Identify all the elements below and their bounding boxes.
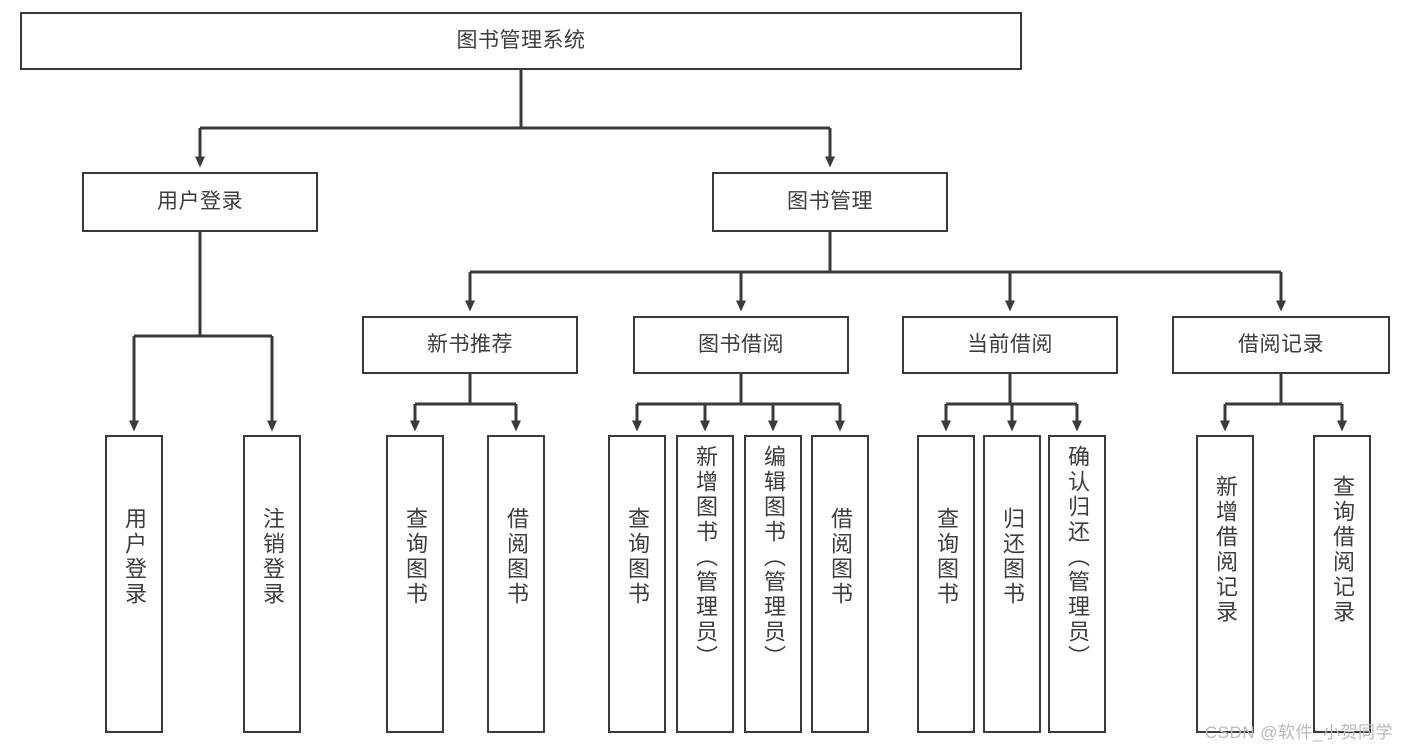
node-borrow-record[interactable]: 借阅记录: [1172, 316, 1390, 374]
node-book-borrow[interactable]: 图书借阅: [633, 316, 849, 374]
node-leaf-query-record[interactable]: 查询借阅记录: [1313, 435, 1371, 733]
node-leaf-user-login-label: 用户登录: [122, 507, 147, 607]
node-leaf-borrow-book-rec-label: 借阅图书: [504, 507, 529, 607]
node-leaf-query-book-c-label: 查询图书: [934, 507, 959, 607]
node-book-manage-label: 图书管理: [787, 189, 873, 213]
node-new-book-rec[interactable]: 新书推荐: [362, 316, 578, 374]
node-current-borrow[interactable]: 当前借阅: [902, 316, 1118, 374]
node-leaf-logout-label: 注销登录: [260, 507, 285, 607]
node-leaf-query-record-label: 查询借阅记录: [1330, 475, 1355, 625]
node-user-login[interactable]: 用户登录: [82, 172, 318, 232]
node-leaf-query-book-rec-label: 查询图书: [403, 507, 428, 607]
node-book-manage[interactable]: 图书管理: [712, 172, 948, 232]
node-leaf-logout[interactable]: 注销登录: [243, 435, 301, 733]
node-leaf-query-book-c[interactable]: 查询图书: [917, 435, 975, 733]
node-leaf-borrow-book-b-label: 借阅图书: [828, 507, 853, 607]
node-leaf-borrow-book-b[interactable]: 借阅图书: [811, 435, 869, 733]
node-leaf-return-book[interactable]: 归还图书: [983, 435, 1041, 733]
node-leaf-confirm-return-label: 确认归还（管理员）: [1065, 445, 1090, 670]
node-leaf-add-book-label: 新增图书（管理员）: [693, 445, 718, 670]
node-new-book-rec-label: 新书推荐: [427, 332, 513, 356]
node-leaf-edit-book-label: 编辑图书（管理员）: [761, 445, 786, 670]
node-leaf-query-book-b-label: 查询图书: [625, 507, 650, 607]
node-root[interactable]: 图书管理系统: [20, 12, 1022, 70]
node-leaf-add-record[interactable]: 新增借阅记录: [1196, 435, 1254, 733]
node-leaf-borrow-book-rec[interactable]: 借阅图书: [487, 435, 545, 733]
csdn-watermark: CSDN @软件_小贺同学: [1204, 723, 1393, 742]
node-book-borrow-label: 图书借阅: [698, 332, 784, 356]
node-leaf-user-login[interactable]: 用户登录: [105, 435, 163, 733]
node-leaf-query-book-rec[interactable]: 查询图书: [386, 435, 444, 733]
node-current-borrow-label: 当前借阅: [967, 332, 1053, 356]
node-leaf-query-book-b[interactable]: 查询图书: [608, 435, 666, 733]
node-leaf-return-book-label: 归还图书: [1000, 507, 1025, 607]
node-leaf-confirm-return[interactable]: 确认归还（管理员）: [1048, 435, 1106, 733]
node-leaf-edit-book[interactable]: 编辑图书（管理员）: [744, 435, 802, 733]
node-leaf-add-book[interactable]: 新增图书（管理员）: [676, 435, 734, 733]
node-leaf-add-record-label: 新增借阅记录: [1213, 475, 1238, 625]
node-user-login-label: 用户登录: [157, 189, 243, 213]
node-borrow-record-label: 借阅记录: [1238, 332, 1324, 356]
node-root-label: 图书管理系统: [456, 28, 586, 52]
